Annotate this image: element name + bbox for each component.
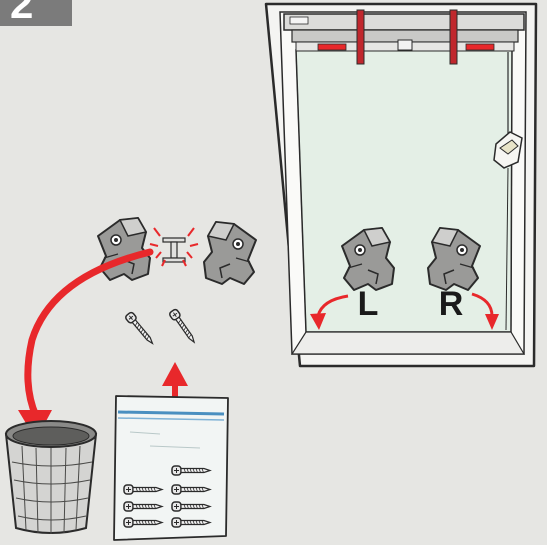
screw-2 [169,308,198,344]
label-right: R [439,285,464,323]
waste-bin [6,421,96,534]
screw-bag [114,396,228,540]
roof-window [266,4,536,366]
connector-piece [163,238,185,262]
label-left: L [358,285,379,323]
bracket-left-old [98,218,150,280]
bracket-right-old [204,222,256,284]
screw-1 [125,311,156,346]
window-glass [296,50,512,332]
